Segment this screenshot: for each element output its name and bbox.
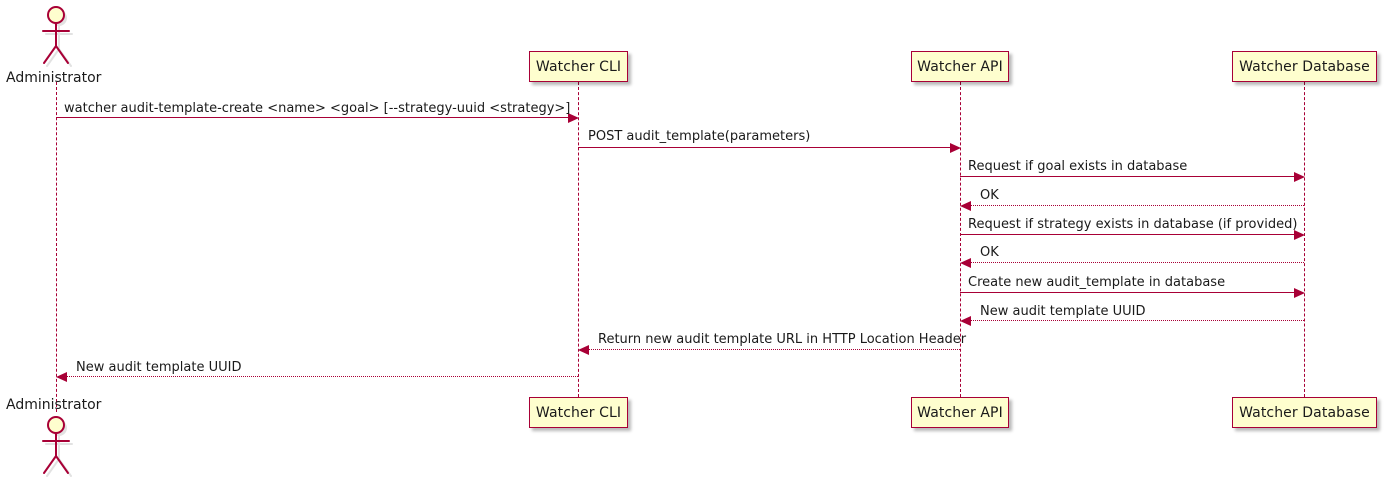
lifeline-watcher-api [960,82,961,397]
participant-label: Watcher API [917,404,1003,421]
arrow-head-m2 [950,143,961,153]
message-label-m7: Create new audit_template in database [968,275,1226,290]
arrow-head-m3 [1294,172,1305,182]
message-line-m9 [588,349,960,350]
message-label-m9: Return new audit template URL in HTTP Lo… [598,332,967,347]
participant-label: Watcher Database [1239,58,1370,75]
message-label-m6: OK [980,245,999,260]
message-label-m8: New audit template UUID [980,304,1146,319]
participant-box-watcher-api-top[interactable]: Watcher API [911,51,1009,82]
arrow-head-m1 [568,113,579,123]
message-line-m5 [960,234,1294,235]
participant-box-watcher-api-bottom[interactable]: Watcher API [911,397,1009,428]
arrow-head-m5 [1294,230,1305,240]
participant-label: Watcher API [917,58,1003,75]
message-label-m2: POST audit_template(parameters) [588,129,811,144]
message-line-m7 [960,292,1294,293]
message-label-m4: OK [980,188,999,203]
message-line-m2 [578,147,950,148]
message-label-m3: Request if goal exists in database [968,159,1188,174]
message-line-m8 [970,320,1304,321]
participant-label: Watcher CLI [535,58,622,75]
message-line-m1 [56,117,568,118]
actor-label-administrator-top: Administrator [6,70,102,86]
participant-label: Watcher Database [1239,404,1370,421]
actor-label-administrator-bottom: Administrator [6,397,102,413]
message-line-m3 [960,176,1294,177]
participant-box-watcher-cli-bottom[interactable]: Watcher CLI [529,397,628,428]
message-label-m1: watcher audit-template-create <name> <go… [64,101,571,116]
message-label-m10: New audit template UUID [76,360,242,375]
participant-label: Watcher CLI [535,404,622,421]
actor-figure-administrator-top[interactable] [35,5,77,67]
arrow-head-m9 [578,345,589,355]
arrow-head-m7 [1294,288,1305,298]
arrow-head-m8 [960,316,971,326]
lifeline-administrator [56,82,57,412]
lifeline-watcher-cli [578,82,579,397]
message-label-m5: Request if strategy exists in database (… [968,217,1298,232]
message-line-m4 [970,205,1304,206]
participant-box-watcher-cli-top[interactable]: Watcher CLI [529,51,628,82]
arrow-head-m10 [56,372,67,382]
arrow-head-m6 [960,258,971,268]
actor-figure-administrator-bottom[interactable] [35,415,77,477]
participant-box-watcher-db-top[interactable]: Watcher Database [1232,51,1377,82]
participant-box-watcher-db-bottom[interactable]: Watcher Database [1232,397,1377,428]
message-line-m6 [970,262,1304,263]
message-line-m10 [66,376,578,377]
arrow-head-m4 [960,201,971,211]
